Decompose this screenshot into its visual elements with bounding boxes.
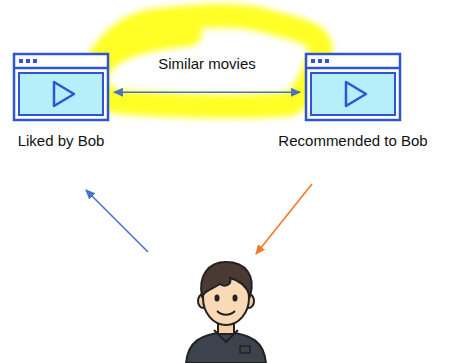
edge-label: Similar movies	[158, 55, 256, 72]
video-node: Liked by Bob	[14, 54, 108, 120]
video-window-icon	[14, 54, 108, 120]
person-figure	[186, 262, 266, 363]
video-window-icon	[306, 54, 400, 120]
video-node: Recommended to Bob	[306, 54, 400, 120]
node-label: Liked by Bob	[18, 132, 105, 149]
node-label: Recommended to Bob	[278, 132, 427, 149]
liked-arrow	[86, 190, 148, 252]
recommend-arrow	[256, 184, 312, 254]
similarity-arrow	[114, 91, 300, 93]
highlight-scribble	[96, 16, 321, 106]
